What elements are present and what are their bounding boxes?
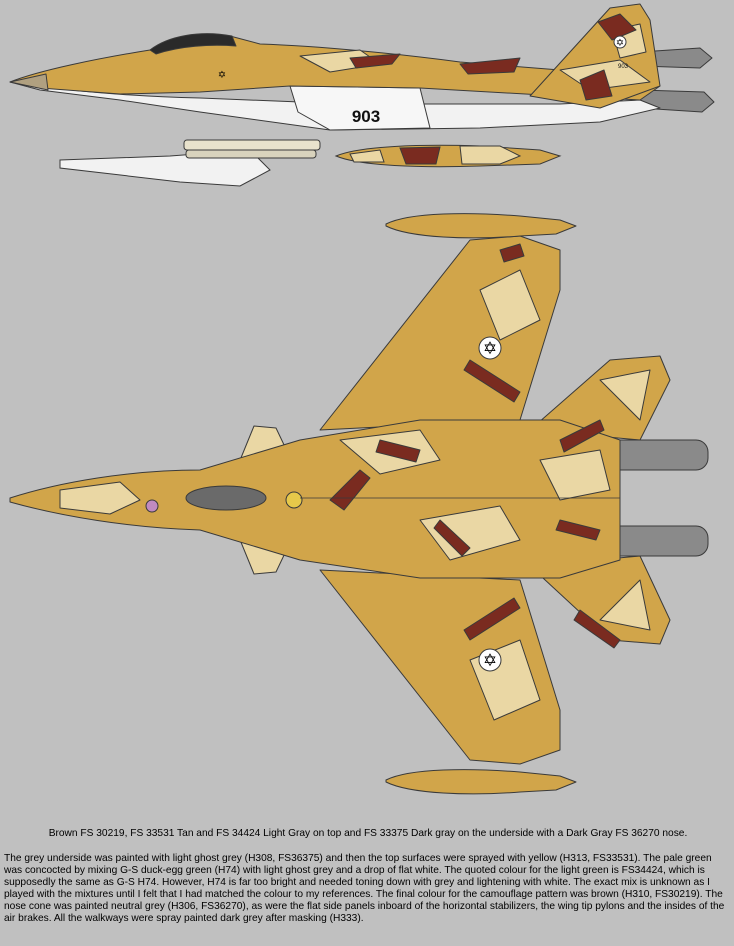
star-of-david-roundel-icon <box>478 336 502 360</box>
top-camo-brown <box>573 609 621 649</box>
top-squadron-badge <box>285 491 303 509</box>
top-pitot-tip <box>145 499 159 513</box>
side-camo-brown <box>579 69 613 101</box>
wingtip-tank-upper <box>385 213 577 239</box>
top-camo-brown <box>375 439 421 463</box>
aircraft-profile-artwork: 903 903 ✡ ✡ <box>9 3 715 795</box>
wingtip-tank-lower <box>385 769 577 795</box>
side-profile-view: 903 903 ✡ ✡ <box>9 3 715 131</box>
top-plan-view: ✡ ✡ <box>9 213 709 795</box>
top-canopy <box>185 485 267 511</box>
caption-headline: Brown FS 30219, FS 33531 Tan and FS 3442… <box>48 828 688 839</box>
external-stores <box>59 139 562 187</box>
side-camo-brown <box>459 57 521 75</box>
top-camo-brown <box>463 359 521 403</box>
side-camo-brown <box>349 53 401 69</box>
top-camo-brown <box>559 419 605 453</box>
top-camo-brown <box>329 469 371 511</box>
side-number-label: 903 <box>352 107 380 126</box>
top-camo-brown <box>555 519 601 541</box>
svg-text:✡: ✡ <box>616 38 624 49</box>
top-camo-brown <box>433 519 471 557</box>
tail-number-label: 903 <box>618 64 629 70</box>
top-camo-sand <box>59 481 141 515</box>
side-nose-cone <box>9 73 49 91</box>
star-of-david-roundel-icon: ✡ <box>218 70 226 81</box>
top-camo-sand <box>539 449 611 501</box>
caption: Brown FS 30219, FS 33531 Tan and FS 3442… <box>0 822 734 925</box>
missile-body <box>183 139 321 151</box>
side-canopy <box>149 33 237 55</box>
top-camo-brown <box>463 597 521 641</box>
top-camo-sand <box>599 579 651 631</box>
top-camo-sand <box>419 505 521 561</box>
top-camo-sand <box>599 369 651 421</box>
top-camo-sand <box>479 269 541 341</box>
missile-body <box>185 149 317 159</box>
svg-text:✡: ✡ <box>483 651 497 670</box>
side-camo-brown <box>597 13 637 41</box>
missile-launcher-rail <box>59 149 271 187</box>
top-wing-upper <box>319 235 561 431</box>
star-of-david-roundel-icon <box>478 648 502 672</box>
caption-body: The grey underside was painted with ligh… <box>4 853 725 924</box>
top-camo-brown <box>499 243 525 263</box>
star-of-david-roundel-icon <box>613 35 627 49</box>
svg-text:✡: ✡ <box>483 339 497 358</box>
